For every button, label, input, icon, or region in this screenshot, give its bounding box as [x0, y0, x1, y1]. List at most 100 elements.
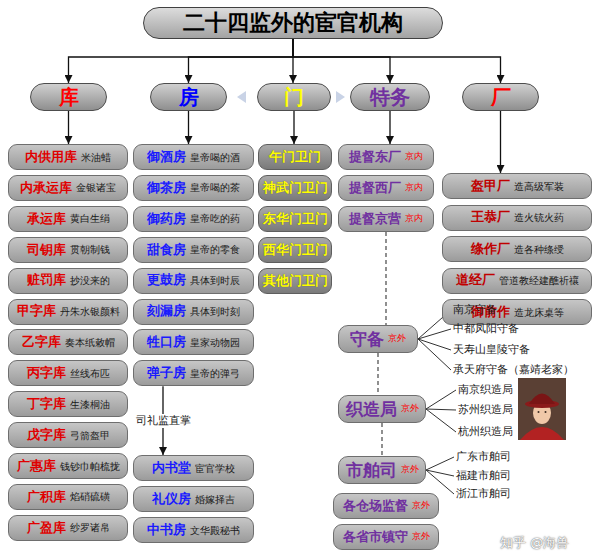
- office-box: 绦作厂造各种绦绶: [442, 236, 592, 262]
- office-box: 甲字库丹朱水银颜料: [8, 299, 128, 325]
- node-note: 造各种绦绶: [514, 244, 564, 255]
- node-name: 提督东厂: [349, 150, 401, 164]
- office-box: 御茶房皇帝喝的茶: [133, 175, 254, 201]
- watermark: 知乎 @海兽: [500, 536, 569, 550]
- node-name: 厂: [491, 86, 511, 108]
- node-note: 皇家动物园: [190, 337, 240, 348]
- category-box: 厂: [462, 83, 539, 111]
- node-name: 弹子房: [147, 366, 186, 380]
- portrait-hat: [529, 394, 555, 405]
- office-box: 内书堂宦官学校: [133, 455, 254, 481]
- office-box: 道经厂管道教经建醮祈禳: [442, 268, 592, 294]
- node-name: 二十四监外的宦官机构: [183, 11, 403, 35]
- node-name: 各仓场监督: [343, 499, 408, 513]
- leader-line: [426, 390, 456, 409]
- gate-guard-box: 东华门卫门: [258, 206, 332, 232]
- node-name: 礼仪房: [152, 492, 191, 506]
- node-note: 丝线布匹: [70, 368, 110, 379]
- office-box: 司钥库贯朝制钱: [8, 237, 128, 263]
- branch-label: 承天府守备（嘉靖老家）: [453, 363, 574, 377]
- portrait-eye: [538, 411, 540, 413]
- node-name: 内供用库: [25, 150, 77, 164]
- node-name: 赃罚库: [27, 273, 66, 287]
- node-note: 金银诸宝: [76, 182, 116, 193]
- office-box: 广盈库纱罗诸帛: [8, 515, 128, 541]
- title-box: 二十四监外的宦官机构: [143, 7, 443, 39]
- arrow-connector: [293, 111, 294, 144]
- office-box: 广积库焰硝硫磺: [8, 484, 128, 510]
- node-note: 纱罗诸帛: [70, 522, 110, 533]
- node-note: 京外: [401, 465, 419, 475]
- office-box: 广惠库钱钞巾帕梳拢: [8, 453, 128, 479]
- branch-label: 南京守备: [453, 303, 497, 317]
- dashed-connector: [385, 232, 386, 325]
- leader-line: [418, 339, 451, 370]
- office-box: 甜食房皇帝的零食: [133, 237, 254, 263]
- node-name: 特务: [370, 86, 410, 108]
- office-box: 盔甲厂造高级军装: [442, 173, 592, 199]
- node-name: 房: [179, 86, 199, 108]
- leader-line: [426, 457, 454, 470]
- arrow-connector: [389, 111, 390, 144]
- arrow-connector: [292, 39, 293, 83]
- node-name: 刻漏房: [147, 304, 186, 318]
- office-box: 中书房文华殿秘书: [133, 517, 254, 543]
- node-name: 御药房: [147, 212, 186, 226]
- node-name: 司钥库: [27, 243, 66, 257]
- office-box: 王恭厂造火铳火药: [442, 205, 592, 231]
- node-name: 门: [284, 86, 304, 108]
- node-name: 各省市镇守: [343, 530, 408, 544]
- node-note: 黄白生绢: [70, 213, 110, 224]
- office-box: 御酒房皇帝喝的酒: [133, 144, 254, 170]
- node-note: 京内: [405, 183, 423, 193]
- node-note: 米油蜡: [81, 152, 111, 163]
- node-note: 钱钞巾帕梳拢: [60, 461, 120, 472]
- node-name: 甜食房: [147, 243, 186, 257]
- pointer-triangle: [237, 91, 246, 103]
- node-note: 生漆桐油: [70, 399, 110, 410]
- node-name: 市舶司: [346, 461, 397, 480]
- dashed-connector: [377, 353, 378, 395]
- node-name: 东华门卫门: [263, 212, 328, 226]
- node-note: 焰硝硫磺: [70, 491, 110, 502]
- node-note: 抄没来的: [70, 275, 110, 286]
- node-note: 皇帝喝的酒: [190, 152, 240, 163]
- agency-box: 各省市镇守京外: [333, 524, 439, 550]
- node-note: 具体到时刻: [190, 306, 240, 317]
- node-name: 丁字库: [27, 397, 66, 411]
- node-name: 丙字库: [27, 366, 66, 380]
- node-note: 造高级军装: [514, 181, 564, 192]
- node-note: 具体到时辰: [190, 275, 240, 286]
- agency-box: 市舶司京外: [338, 456, 426, 484]
- node-name: 御酒房: [147, 150, 186, 164]
- gate-guard-box: 其他门卫门: [258, 268, 332, 294]
- node-name: 提督京营: [349, 212, 401, 226]
- node-name: 中书房: [147, 523, 186, 537]
- arrow-connector: [500, 111, 501, 173]
- node-note: 管道教经建醮祈禳: [499, 275, 579, 286]
- node-name: 广惠库: [17, 459, 56, 473]
- gate-guard-box: 西华门卫门: [258, 237, 332, 263]
- node-name: 库: [59, 86, 79, 108]
- office-box: 承运库黄白生绢: [8, 206, 128, 232]
- category-box: 库: [30, 83, 107, 111]
- node-name: 道经厂: [456, 273, 495, 287]
- portrait-background: [518, 378, 566, 440]
- branch-label: 苏州织造局: [458, 403, 513, 417]
- agency-box: 提督京营京内: [338, 206, 434, 232]
- arrow-connector: [68, 111, 69, 144]
- node-name: 午门卫门: [269, 150, 321, 164]
- agency-box: 守备京外: [338, 325, 418, 353]
- node-name: 牲口房: [147, 335, 186, 349]
- office-box: 更鼓房具体到时辰: [133, 268, 254, 294]
- office-box: 戊字库弓箭盔甲: [8, 422, 128, 448]
- arrow-connector: [293, 39, 390, 83]
- node-name: 甲字库: [17, 304, 56, 318]
- node-note: 皇帝的零食: [190, 244, 240, 255]
- node-note: 京内: [405, 214, 423, 224]
- pointer-triangle: [336, 91, 345, 103]
- branch-label: 南京织造局: [458, 383, 513, 397]
- category-box: 房: [150, 83, 227, 111]
- leader-line: [418, 329, 451, 339]
